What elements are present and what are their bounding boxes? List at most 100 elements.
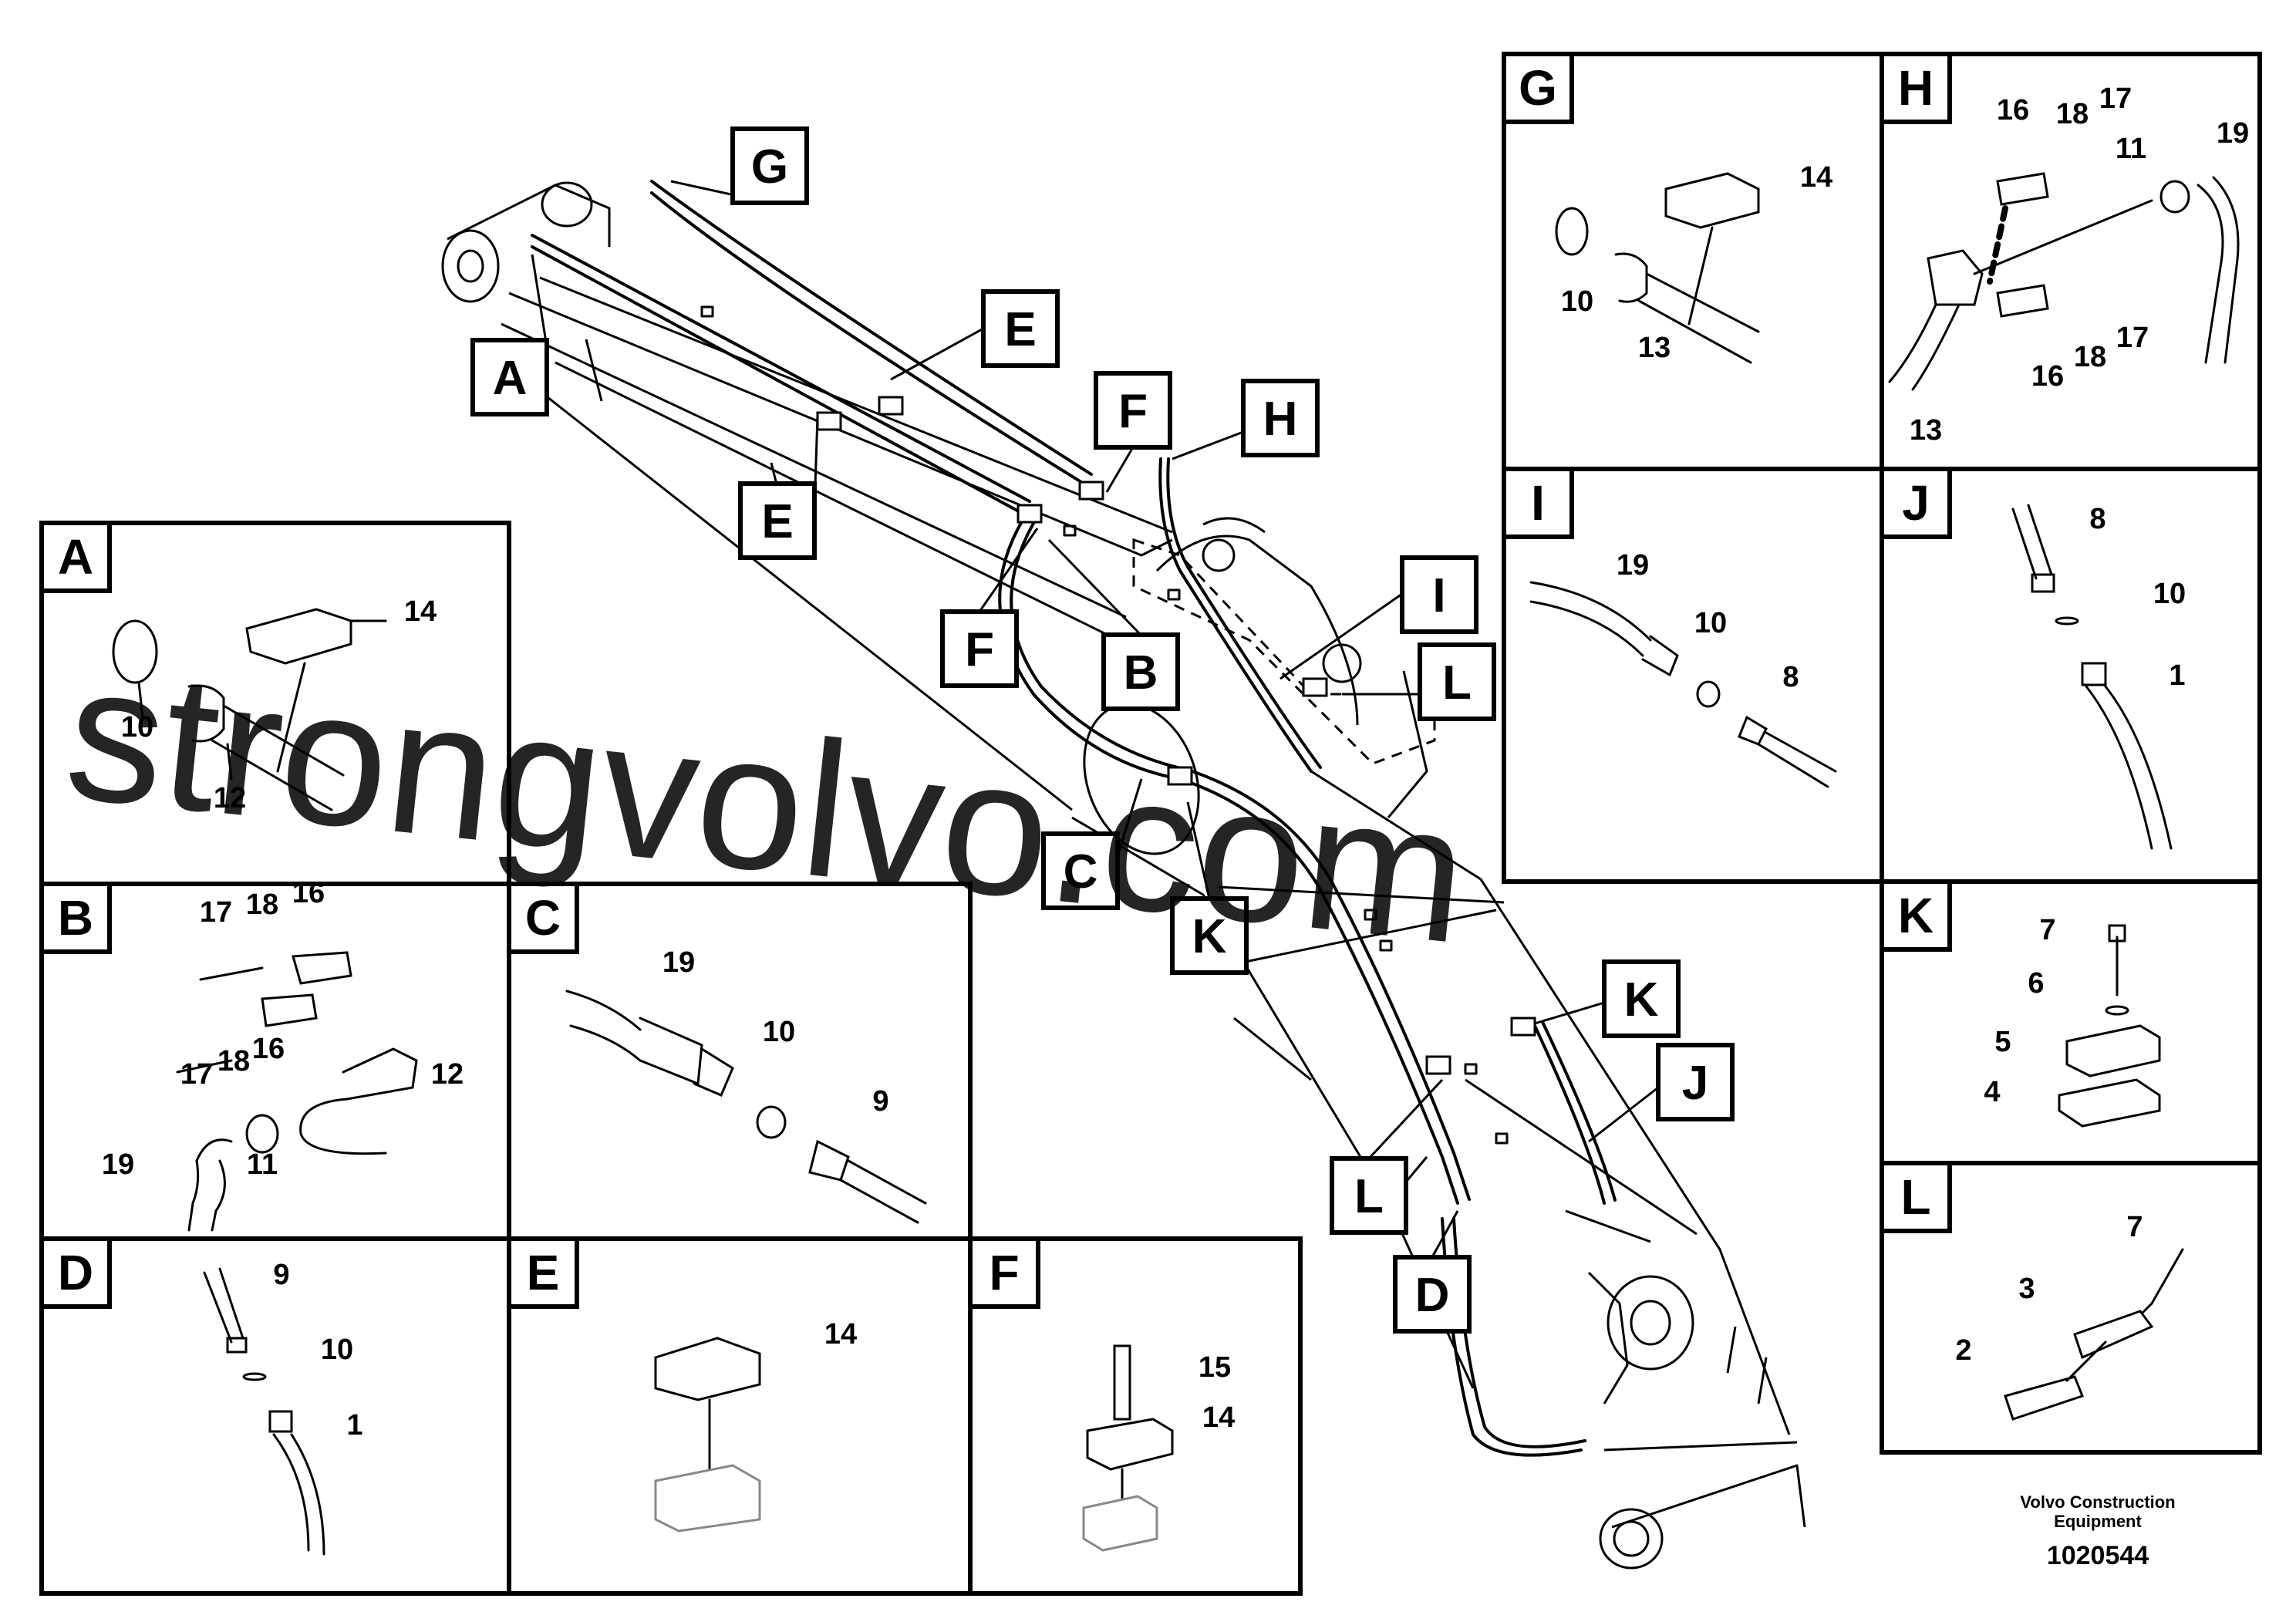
panel-letter: B [58,890,93,946]
panel-letter: A [58,529,93,585]
panel-letter-box [39,1236,112,1309]
part-number: 12 [431,1058,464,1091]
callout-label: B [1124,646,1158,700]
panel-letter-box [39,521,112,593]
callout-K1: K [1170,896,1249,975]
part-number: 18 [246,889,278,921]
panel-letter: G [1519,60,1557,116]
callout-label: F [965,623,994,676]
part-number: 10 [1561,285,1593,318]
knee-dashed-outline [1132,538,1436,765]
part-number: 7 [2126,1211,2143,1243]
part-number: 14 [1800,161,1832,194]
part-number: 13 [1910,414,1942,447]
panel-letter-box [507,1236,579,1309]
callout-box [1330,1156,1408,1235]
part-number: 12 [214,782,246,814]
part-number: 14 [1202,1401,1235,1434]
callout-label: G [751,140,788,194]
panel-letter-box [39,882,112,954]
part-number: 11 [2116,133,2146,165]
part-number: 19 [663,946,695,979]
panel-E: E 14 [507,1236,973,1596]
part-number: 18 [2074,341,2106,373]
panel-letter-box [1880,467,1952,539]
part-number: 6 [2028,967,2044,1000]
part-number: 16 [2031,360,2064,393]
boom-clamps [816,396,1536,1075]
part-number: 7 [2039,914,2055,946]
panel-details [112,172,2240,1556]
panel-D: D 9 10 1 [39,1236,511,1596]
part-number: 17 [2116,322,2149,354]
caption-line-2: Equipment [2054,1512,2142,1531]
callout-label: E [1004,303,1036,356]
part-number: 16 [292,877,325,909]
part-number: 5 [1994,1026,2011,1058]
panel-letter: D [58,1245,93,1300]
part-number: 10 [1694,607,1727,639]
callout-L1: L [1418,642,1496,721]
callout-box [1602,959,1681,1038]
callout-box [470,338,549,416]
part-number: 15 [1199,1351,1231,1384]
part-number: 19 [1617,549,1649,582]
callout-box [1241,379,1320,457]
callout-box [730,126,809,205]
callout-label: A [493,352,528,405]
callout-leaders [531,180,1659,1258]
panel-letter-box [1880,879,1952,952]
panel-letter: H [1898,60,1934,116]
callout-G: G [730,126,809,205]
part-number: 14 [824,1318,857,1351]
part-number: 10 [321,1334,353,1366]
callout-E2: E [738,481,817,560]
callout-box [1393,1255,1472,1334]
part-number: 17 [180,1058,213,1091]
panel-letter: J [1902,475,1930,531]
callout-label: E [761,495,793,548]
watermark: strongvolvo.com [58,622,1476,983]
callout-label: H [1263,393,1298,446]
panel-letter-box [1502,52,1574,124]
callout-C: C [1041,831,1120,910]
part-number: 1 [2169,659,2185,692]
part-number: 1 [346,1409,362,1442]
part-number: 2 [1955,1334,1971,1367]
panel-letter-box [507,882,579,954]
callout-label: K [1192,910,1227,963]
part-number: 8 [2089,503,2106,535]
callout-box [1101,632,1180,711]
part-number: 4 [1984,1076,2000,1108]
part-number: 9 [872,1085,888,1118]
callout-A: A [470,338,549,416]
callout-box [1400,555,1478,634]
callout-box [1418,642,1496,721]
part-number: 16 [252,1033,285,1065]
panel-letter: E [527,1245,560,1300]
part-number: 19 [102,1148,134,1181]
callout-box [1656,1043,1735,1121]
callout-label: I [1432,569,1445,622]
callout-F2: F [940,609,1019,688]
callout-J: J [1656,1043,1735,1121]
callout-box [940,609,1019,688]
part-number: 17 [200,896,232,929]
part-number: 10 [763,1016,795,1048]
callout-box [981,289,1060,368]
callout-label: F [1118,385,1148,438]
part-number: 9 [273,1259,289,1291]
callout-label: L [1442,656,1472,710]
part-number: 3 [2018,1273,2035,1305]
